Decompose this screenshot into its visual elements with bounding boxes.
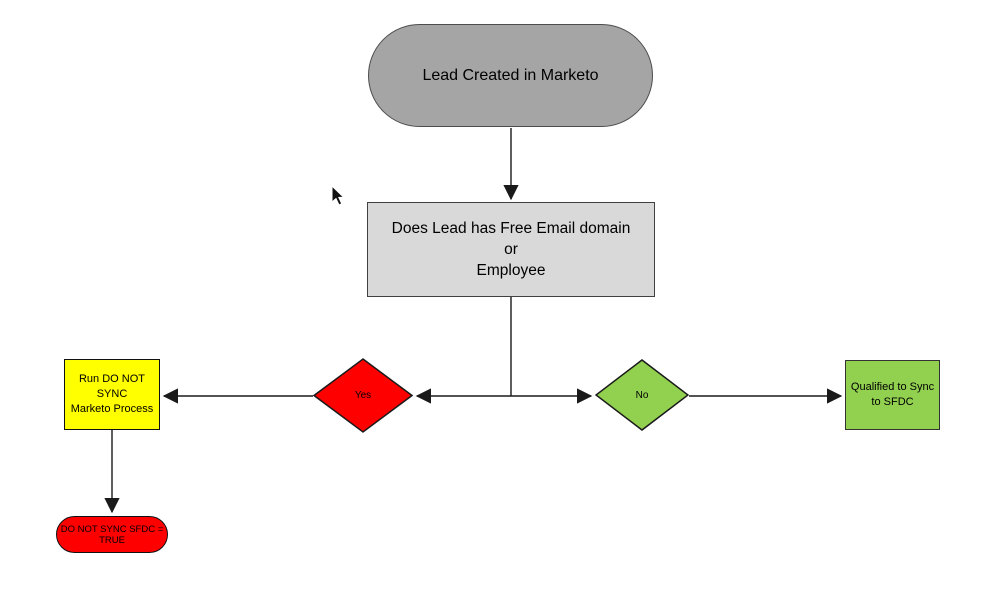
node-label-line: Employee <box>476 262 546 279</box>
node-label-line: Does Lead has Free Email domain <box>391 220 631 237</box>
node-run-do-not-sync[interactable]: Run DO NOT SYNC Marketo Process <box>64 359 160 430</box>
node-do-not-sync-true[interactable]: DO NOT SYNC SFDC = TRUE <box>56 516 168 553</box>
node-diamond-yes[interactable]: Yes <box>313 358 413 433</box>
node-label: No <box>635 389 649 401</box>
node-start-lead-created[interactable]: Lead Created in Marketo <box>368 24 653 127</box>
node-label: Lead Created in Marketo <box>422 66 599 84</box>
node-label-line: to SFDC <box>871 396 914 408</box>
node-qualified-to-sync[interactable]: Qualified to Sync to SFDC <box>845 360 940 430</box>
node-label: Yes <box>354 390 372 401</box>
node-diamond-no[interactable]: No <box>595 359 689 431</box>
mouse-cursor-icon <box>331 185 345 206</box>
node-decision-free-email[interactable]: Does Lead has Free Email domain or Emplo… <box>367 202 655 297</box>
node-label-line: Marketo Process <box>70 403 154 415</box>
node-label-line: Run DO NOT SYNC <box>78 373 145 400</box>
node-label-line: Qualified to Sync <box>850 381 935 393</box>
node-label-line: or <box>504 241 518 258</box>
diamond-shape <box>595 359 689 431</box>
node-label-line: TRUE <box>99 534 125 546</box>
diamond-shape <box>313 358 413 433</box>
node-label-line: DO NOT SYNC SFDC = <box>60 523 164 535</box>
